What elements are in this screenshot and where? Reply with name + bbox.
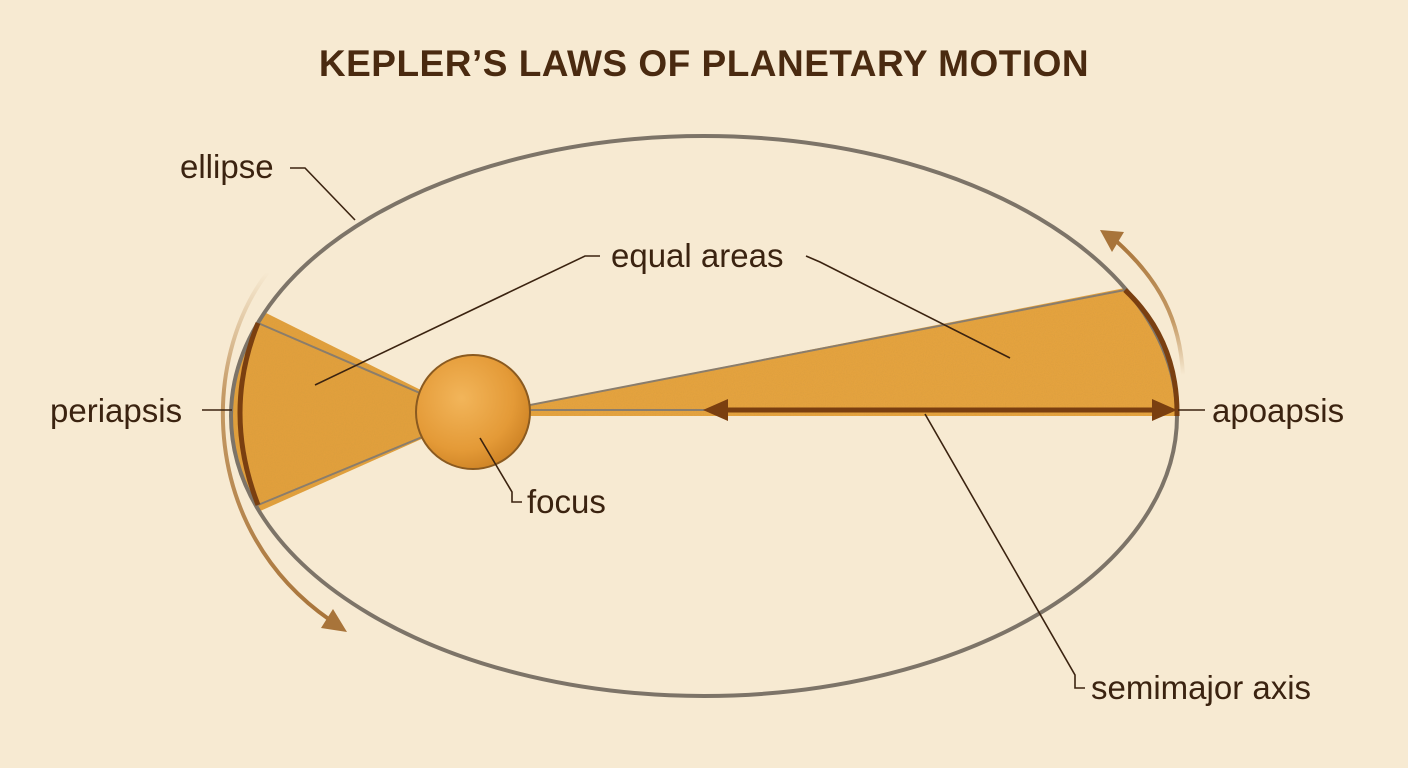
equal-areas-leader-left (314, 255, 600, 386)
label-focus: focus (527, 483, 606, 520)
apoapsis-arc (1123, 288, 1180, 417)
equal-areas-leader-right (805, 255, 1011, 359)
semimajor-axis-arrow (703, 399, 1177, 421)
label-periapsis: periapsis (50, 392, 182, 429)
label-apoapsis: apoapsis (1212, 392, 1344, 429)
diagram-title: KEPLER’S LAWS OF PLANETARY MOTION (319, 43, 1089, 84)
ellipse-leader (290, 167, 356, 221)
semimajor-axis-leader (924, 413, 1085, 689)
motion-arrow-apoapsis (1100, 230, 1185, 376)
periapsis-arc (237, 322, 261, 506)
label-equal-areas: equal areas (611, 237, 783, 274)
equal-area-sectors (231, 288, 1177, 520)
label-ellipse: ellipse (180, 148, 274, 185)
periapsis-sector (231, 300, 473, 520)
focus-body (415, 354, 531, 470)
motion-arrow-periapsis (220, 270, 347, 632)
apoapsis-sector (473, 288, 1177, 416)
focus-leader (479, 437, 522, 503)
label-semimajor-axis: semimajor axis (1091, 669, 1311, 706)
leader-lines (202, 167, 1205, 689)
